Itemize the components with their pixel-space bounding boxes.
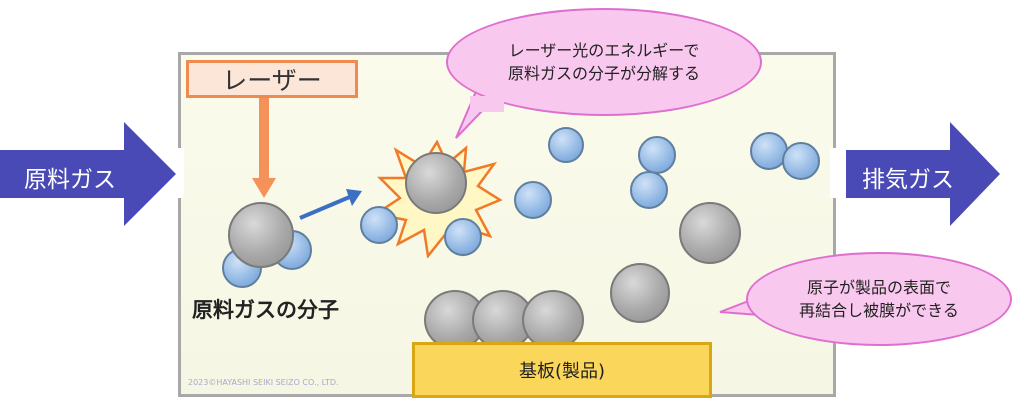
bubble-top-line2: 原料ガスの分子が分解する: [507, 64, 700, 83]
large-atom: [228, 202, 294, 268]
deposited-atom: [522, 290, 584, 350]
bubble-top-tail-cover: [470, 96, 504, 112]
small-atom: [638, 136, 676, 174]
bubble-top-line1: レーザー光のエネルギーで: [508, 40, 700, 60]
laser-beam-arrowhead: [252, 178, 276, 198]
bubble-right-line1: 原子が製品の表面で: [806, 277, 951, 297]
small-atom: [514, 181, 552, 219]
small-atom: [630, 171, 668, 209]
copyright-text: 2023©HAYASHI SEIKI SEIZO CO., LTD.: [188, 378, 339, 387]
outlet-arrow: [846, 122, 1000, 226]
large-atom: [610, 263, 670, 323]
substrate: 基板(製品): [412, 342, 712, 398]
bubble-right-line2: 再結合し被膜ができる: [799, 301, 959, 320]
laser-box: レーザー: [186, 60, 358, 98]
molecule-label: 原料ガスの分子: [192, 298, 339, 322]
large-atom: [405, 152, 467, 214]
small-atom: [548, 127, 584, 163]
small-atom: [444, 218, 482, 256]
chamber-outlet-opening: [830, 148, 838, 198]
laser-label: レーザー: [222, 66, 322, 95]
outlet-label: 排気ガス: [862, 167, 954, 193]
small-atom: [782, 142, 820, 180]
inlet-arrow: [0, 122, 176, 226]
inlet-label: 原料ガス: [24, 167, 116, 193]
small-atom: [360, 206, 398, 244]
laser-beam: [259, 98, 269, 180]
small-atom: [750, 132, 788, 170]
callout-bubble-deposition: 原子が製品の表面で 再結合し被膜ができる: [746, 252, 1012, 346]
motion-arrow: [299, 189, 362, 220]
large-atom: [679, 202, 741, 264]
substrate-label: 基板(製品): [518, 361, 606, 382]
chamber-inlet-opening: [176, 148, 184, 198]
